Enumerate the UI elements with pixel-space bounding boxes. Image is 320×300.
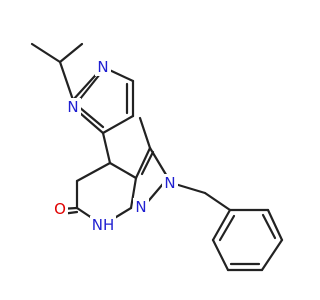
bond-pyrazole-c3a-c3 [134,146,152,180]
bond-benzyl-ch2-ipso [203,191,232,212]
label-bg-n-pyrimidine-bottom [65,98,81,116]
bond-core-c3a-c4 [108,161,138,180]
bond-pyrazole-c3a-c3-double [140,150,155,176]
label-bg-o [52,200,68,218]
molecule-structure: N N N N NH O [30,42,284,272]
bond-benzene-c3-c4 [260,238,284,272]
bond-core-c4-c5 [75,161,112,183]
bond-pyrimidine-c6-n1-double [77,105,105,129]
bond-core-c7a-c3a [129,176,138,210]
atom-label-layer: N N N N NH O [52,58,178,234]
bond-pyrazole-c3-n2 [148,146,170,180]
label-bg-n-pyrazole-2 [162,174,178,192]
atom-n-pyrimidine-top: N [97,58,108,76]
bond-benzene-c6-c1 [211,208,232,242]
atom-o-carbonyl: O [54,200,66,218]
atom-n-pyrazole-2: N [164,174,175,192]
label-bg-nh [90,216,116,234]
label-bg-n-pyrazole-1 [133,198,149,216]
bond-isopropyl-methyl-1 [30,42,62,64]
bond-benzene-c2-c3-double [261,213,277,240]
bond-benzene-c6-c1-double [218,214,236,242]
bond-benzene-c2-c3 [266,208,284,242]
molecule-canvas: N N N N NH O [30,42,284,272]
bond-pyrimidine-to-c4-core [101,131,112,165]
label-bg-n-pyrimidine-top [95,58,111,76]
atom-n-pyrimidine-bottom: N [67,98,78,116]
bond-benzene-c5-c6 [211,238,230,272]
bond-pyrazole-c3-methyl [138,116,152,150]
bond-pyrimidine-c5-c6 [101,114,135,135]
bond-benzyl-n2-ch2 [173,182,207,195]
bond-isopropyl-methyl-2 [58,42,84,64]
atom-nh: NH [92,216,115,234]
bond-layer [30,42,284,272]
bond-isopropyl-to-c2 [58,60,75,102]
atom-n-pyrazole-1: N [135,198,146,216]
